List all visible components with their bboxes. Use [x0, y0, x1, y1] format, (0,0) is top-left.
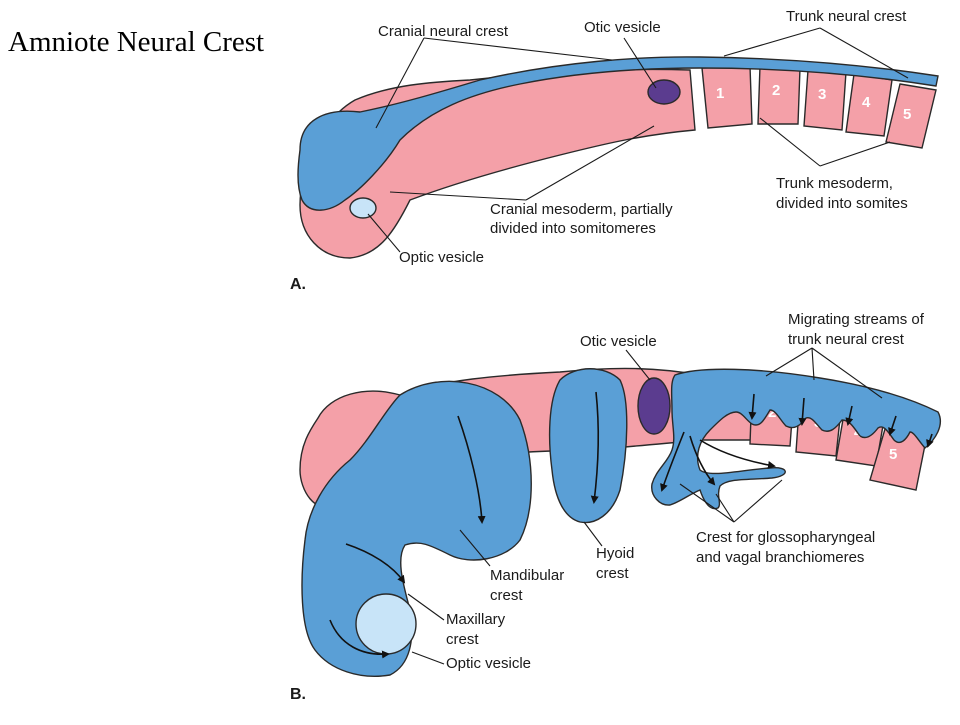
label-maxillary-2: crest — [446, 631, 479, 648]
label-trunk-mesoderm-2: divided into somites — [776, 195, 908, 212]
somite-a-label-4: 4 — [862, 94, 871, 111]
label-optic-vesicle-a: Optic vesicle — [399, 249, 484, 266]
otic-vesicle-a — [647, 79, 681, 105]
somite-a-1 — [701, 65, 753, 129]
optic-vesicle-a — [349, 197, 377, 219]
label-glosso-2: and vagal branchiomeres — [696, 549, 864, 566]
label-hyoid-1: Hyoid — [596, 545, 634, 562]
label-trunk-mesoderm-1: Trunk mesoderm, — [776, 175, 893, 192]
leader-lines-a — [367, 27, 909, 253]
trunk-crest-streams — [651, 368, 942, 510]
migration-arrows — [329, 391, 934, 659]
label-migrating-2: trunk neural crest — [788, 331, 905, 348]
leader-lines-b — [407, 347, 883, 665]
label-optic-vesicle-b: Optic vesicle — [446, 655, 531, 672]
panel-a: 1 2 3 4 5 — [290, 8, 939, 293]
label-mandibular-2: crest — [490, 587, 523, 604]
somite-b-label-5: 5 — [889, 446, 897, 463]
label-otic-vesicle-b: Otic vesicle — [580, 333, 657, 350]
otic-vesicle-b — [637, 377, 671, 435]
label-migrating-1: Migrating streams of — [788, 311, 925, 328]
panel-letter-b: B. — [290, 686, 306, 703]
label-hyoid-2: crest — [596, 565, 629, 582]
label-otic-vesicle-a: Otic vesicle — [584, 19, 661, 36]
somite-a-label-1: 1 — [716, 85, 724, 102]
somite-a-label-3: 3 — [818, 86, 826, 103]
somite-a-label-5: 5 — [903, 106, 911, 123]
label-cranial-neural-crest: Cranial neural crest — [378, 23, 509, 40]
somite-a-5 — [885, 83, 937, 149]
somite-b-label-2: 2 — [768, 404, 776, 421]
label-mandibular-1: Mandibular — [490, 567, 564, 584]
label-cranial-mesoderm-2: divided into somitomeres — [490, 220, 656, 237]
panel-letter-a: A. — [290, 276, 306, 293]
slide-title: Amniote Neural Crest — [8, 26, 265, 58]
hyoid-crest — [548, 368, 628, 524]
optic-vesicle-b — [355, 593, 417, 655]
label-trunk-neural-crest: Trunk neural crest — [786, 8, 907, 25]
somite-a-label-2: 2 — [772, 82, 780, 99]
panel-b: 1 2 3 4 5 — [290, 311, 942, 703]
label-glosso-1: Crest for glossopharyngeal — [696, 529, 875, 546]
label-cranial-mesoderm-1: Cranial mesoderm, partially — [490, 201, 673, 218]
somites-a: 1 2 3 4 5 — [701, 65, 937, 149]
neural-crest-band-a — [297, 56, 939, 211]
label-maxillary-1: Maxillary — [446, 611, 506, 628]
